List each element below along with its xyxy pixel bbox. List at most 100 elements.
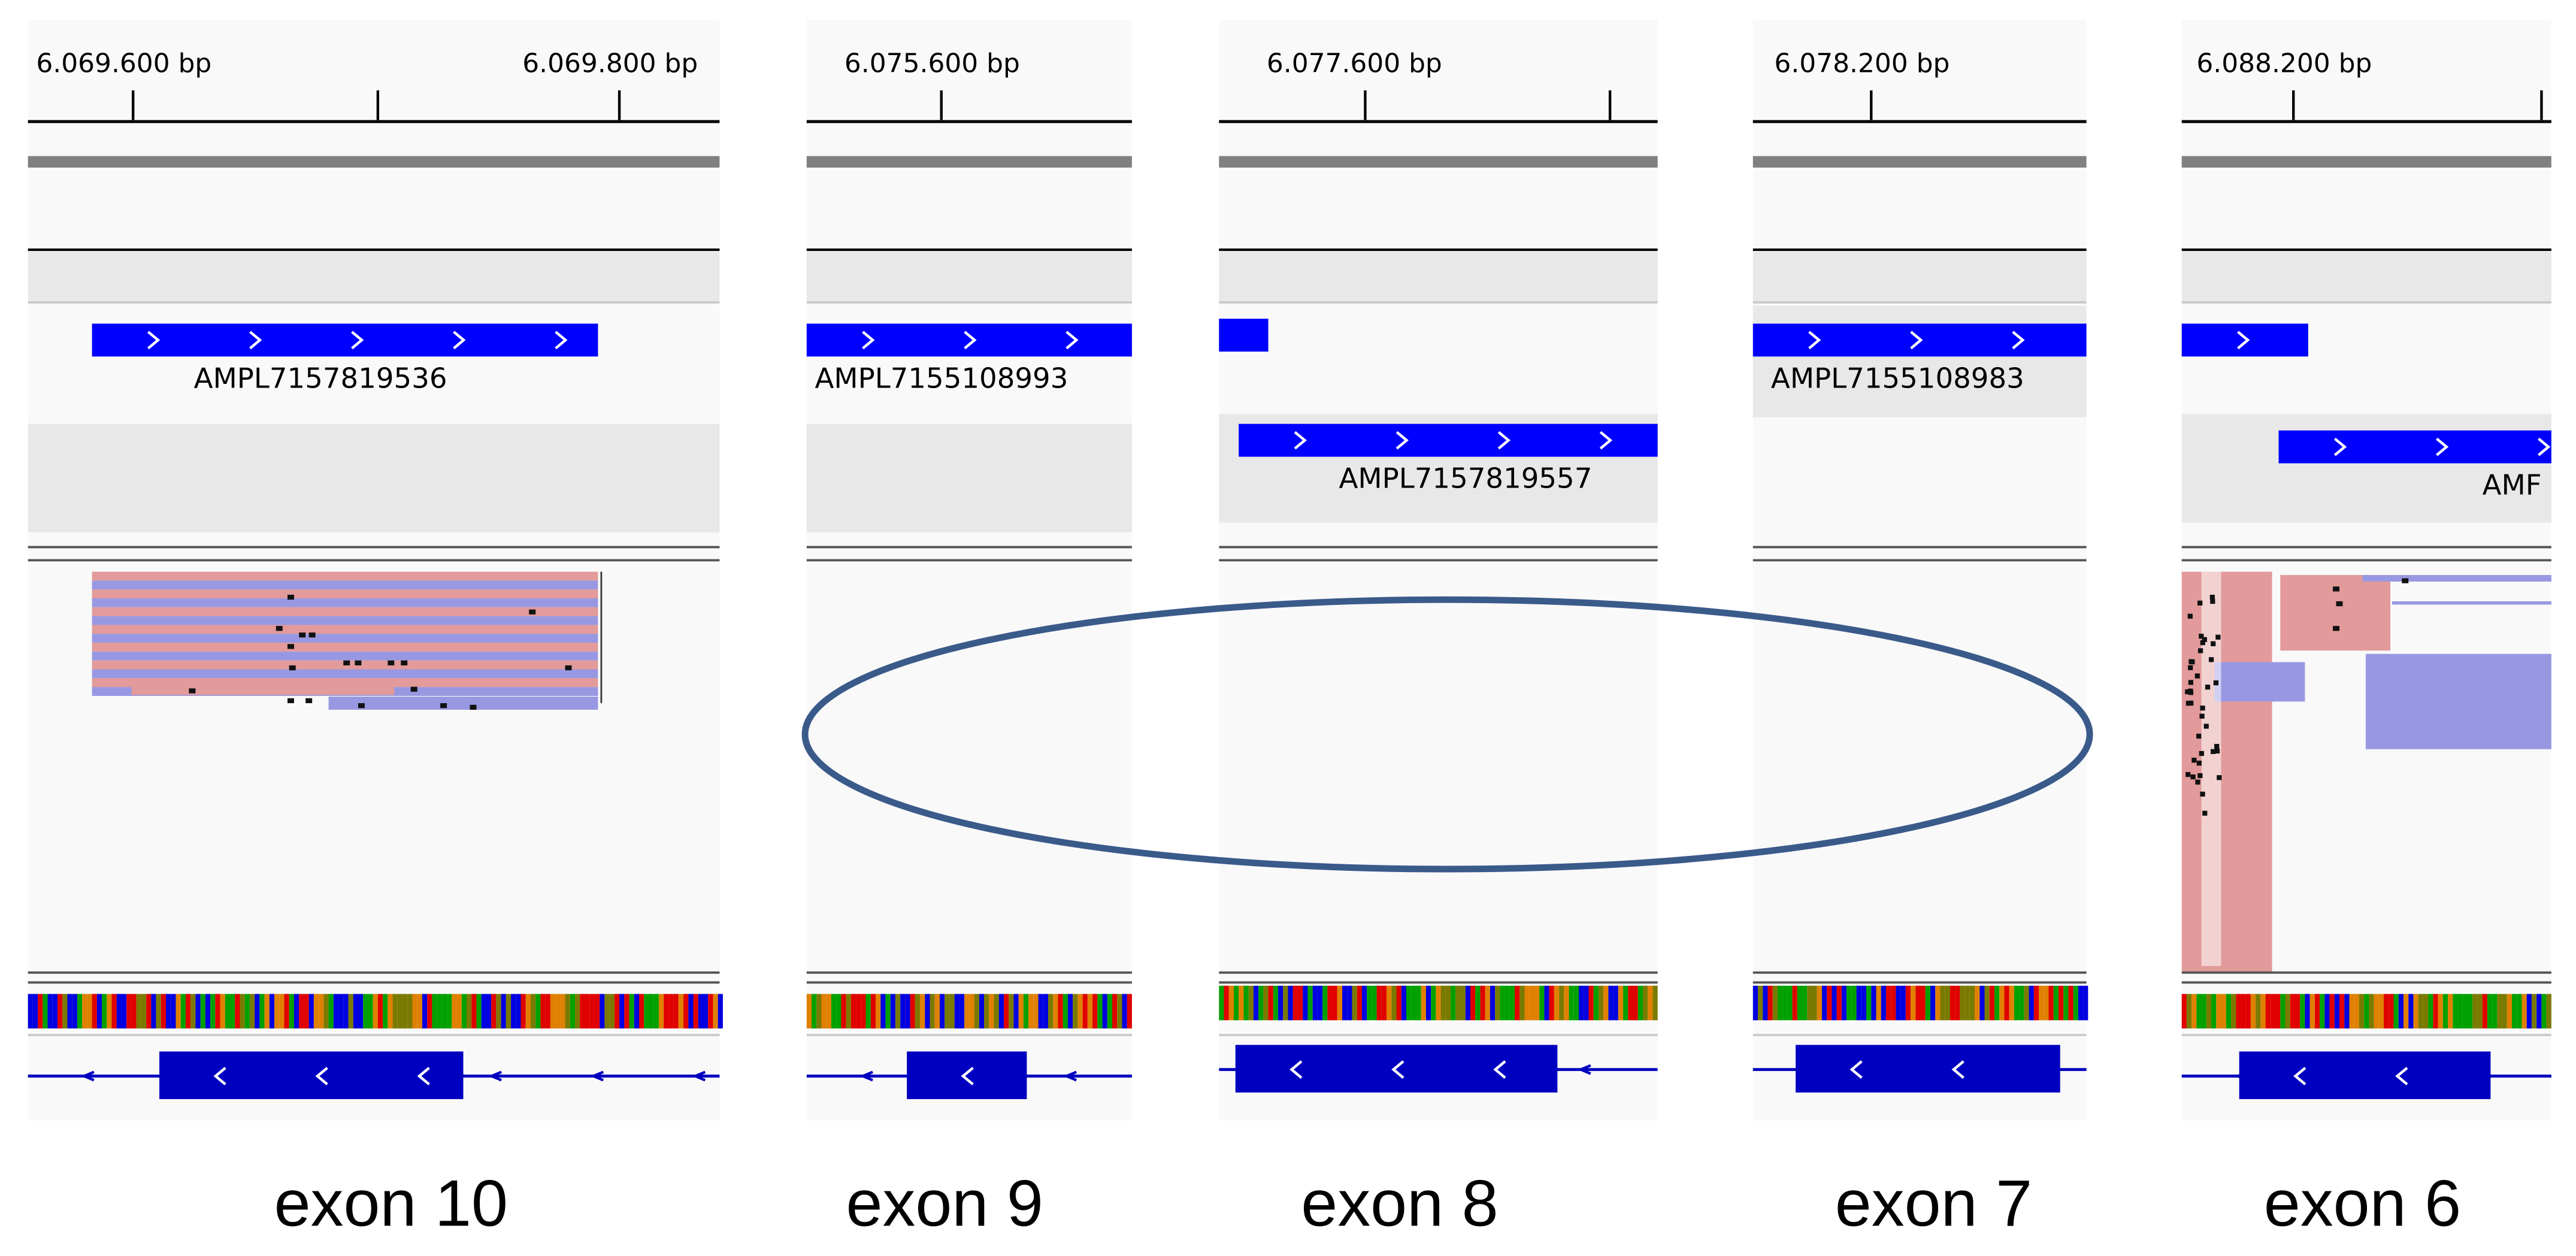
reference-base bbox=[1475, 985, 1481, 1021]
reference-base bbox=[185, 994, 191, 1029]
reference-base bbox=[600, 994, 605, 1029]
reference-base bbox=[1960, 985, 1965, 1021]
track-band bbox=[2181, 251, 2551, 301]
reference-base bbox=[126, 994, 132, 1029]
mismatch-base bbox=[2199, 713, 2205, 719]
reference-base bbox=[895, 994, 901, 1029]
reference-base bbox=[2211, 994, 2217, 1029]
amplicon-feature bbox=[1219, 319, 1269, 352]
reference-base bbox=[1307, 985, 1313, 1021]
reference-base bbox=[1569, 985, 1574, 1021]
reference-base bbox=[1915, 985, 1921, 1021]
reference-base bbox=[102, 994, 107, 1029]
exon-label: exon 8 bbox=[1301, 1167, 1498, 1240]
gene-strand-chevron bbox=[80, 1070, 95, 1082]
reference-base bbox=[1757, 985, 1763, 1021]
reference-base bbox=[299, 994, 304, 1029]
reference-base bbox=[821, 994, 827, 1029]
reference-base bbox=[708, 994, 713, 1029]
reference-base bbox=[2487, 994, 2493, 1029]
reference-base bbox=[32, 994, 38, 1029]
mismatch-base bbox=[2188, 688, 2193, 694]
reference-base bbox=[520, 994, 526, 1029]
reference-base bbox=[230, 994, 235, 1029]
reference-base bbox=[2324, 994, 2330, 1029]
reference-base bbox=[1564, 985, 1569, 1021]
reference-base bbox=[1866, 985, 1872, 1021]
gene-strand-chevron bbox=[488, 1070, 503, 1082]
reference-base bbox=[1490, 985, 1496, 1021]
reference-base bbox=[1278, 985, 1284, 1021]
reference-base bbox=[2019, 985, 2024, 1021]
reference-base bbox=[934, 994, 940, 1029]
reference-base bbox=[2492, 994, 2498, 1029]
reference-base bbox=[910, 994, 915, 1029]
reference-base bbox=[2349, 994, 2354, 1029]
reference-base bbox=[1455, 985, 1461, 1021]
reference-base bbox=[1554, 985, 1560, 1021]
reference-base bbox=[313, 994, 319, 1029]
reference-base bbox=[461, 994, 467, 1029]
reference-base bbox=[1911, 985, 1916, 1021]
reference-base bbox=[1994, 985, 2000, 1021]
exon-label: exon 10 bbox=[274, 1167, 508, 1240]
reference-base bbox=[806, 994, 812, 1029]
reference-base bbox=[1009, 994, 1014, 1029]
strand-chevron bbox=[1599, 431, 1613, 450]
reference-base bbox=[2467, 994, 2473, 1029]
mismatch-base bbox=[2197, 648, 2203, 653]
reference-base bbox=[2024, 985, 2029, 1021]
aligned-read bbox=[92, 634, 598, 643]
gene-exon-block bbox=[1796, 1045, 2060, 1093]
mismatch-base bbox=[2197, 773, 2203, 779]
reference-base bbox=[2260, 994, 2266, 1029]
amplicon-feature bbox=[2181, 323, 2308, 357]
reference-base bbox=[2039, 985, 2044, 1021]
reference-base bbox=[333, 994, 339, 1029]
exon-label: exon 7 bbox=[1835, 1167, 2032, 1240]
reference-base bbox=[2009, 985, 2014, 1021]
aligned-read bbox=[92, 651, 598, 661]
reference-base bbox=[2083, 985, 2088, 1021]
reference-base bbox=[653, 994, 659, 1029]
reference-base bbox=[1579, 985, 1584, 1021]
reference-base bbox=[1028, 994, 1034, 1029]
reference-base bbox=[1871, 985, 1876, 1021]
reference-base bbox=[467, 994, 472, 1029]
strand-chevron bbox=[555, 331, 568, 350]
reference-base bbox=[846, 994, 851, 1029]
reference-base bbox=[427, 994, 432, 1029]
aligned-read bbox=[92, 607, 598, 616]
reference-base bbox=[249, 994, 255, 1029]
mismatch-base bbox=[440, 703, 447, 709]
reference-base bbox=[67, 994, 72, 1029]
reference-base bbox=[1772, 985, 1778, 1021]
reference-base bbox=[1058, 994, 1063, 1029]
reference-base bbox=[1999, 985, 2005, 1021]
strand-chevron bbox=[1910, 331, 1923, 350]
reference-base bbox=[2457, 994, 2463, 1029]
coordinate-label: 6.069.800 bp bbox=[522, 49, 698, 79]
strand-chevron bbox=[964, 331, 977, 350]
reference-base bbox=[861, 994, 866, 1029]
track-band bbox=[806, 251, 1132, 301]
reference-base bbox=[2477, 994, 2483, 1029]
reference-base bbox=[1925, 985, 1931, 1021]
reference-base bbox=[2314, 994, 2320, 1029]
reference-base bbox=[994, 994, 999, 1029]
reference-base bbox=[1406, 985, 1412, 1021]
reference-base bbox=[175, 994, 181, 1029]
reference-base bbox=[1628, 985, 1633, 1021]
mismatch-base bbox=[2194, 673, 2200, 679]
aligned-read bbox=[92, 589, 598, 598]
reference-base bbox=[2078, 985, 2084, 1021]
reference-base bbox=[1618, 985, 1624, 1021]
reference-base bbox=[2536, 994, 2542, 1029]
reference-base bbox=[856, 994, 861, 1029]
aligned-read bbox=[92, 669, 598, 679]
reference-base bbox=[545, 994, 550, 1029]
coordinate-label: 6.075.600 bp bbox=[844, 49, 1020, 79]
gene-strand-chevron bbox=[1951, 1060, 1964, 1079]
mismatch-base bbox=[2215, 634, 2221, 640]
mismatch-base bbox=[355, 660, 362, 665]
